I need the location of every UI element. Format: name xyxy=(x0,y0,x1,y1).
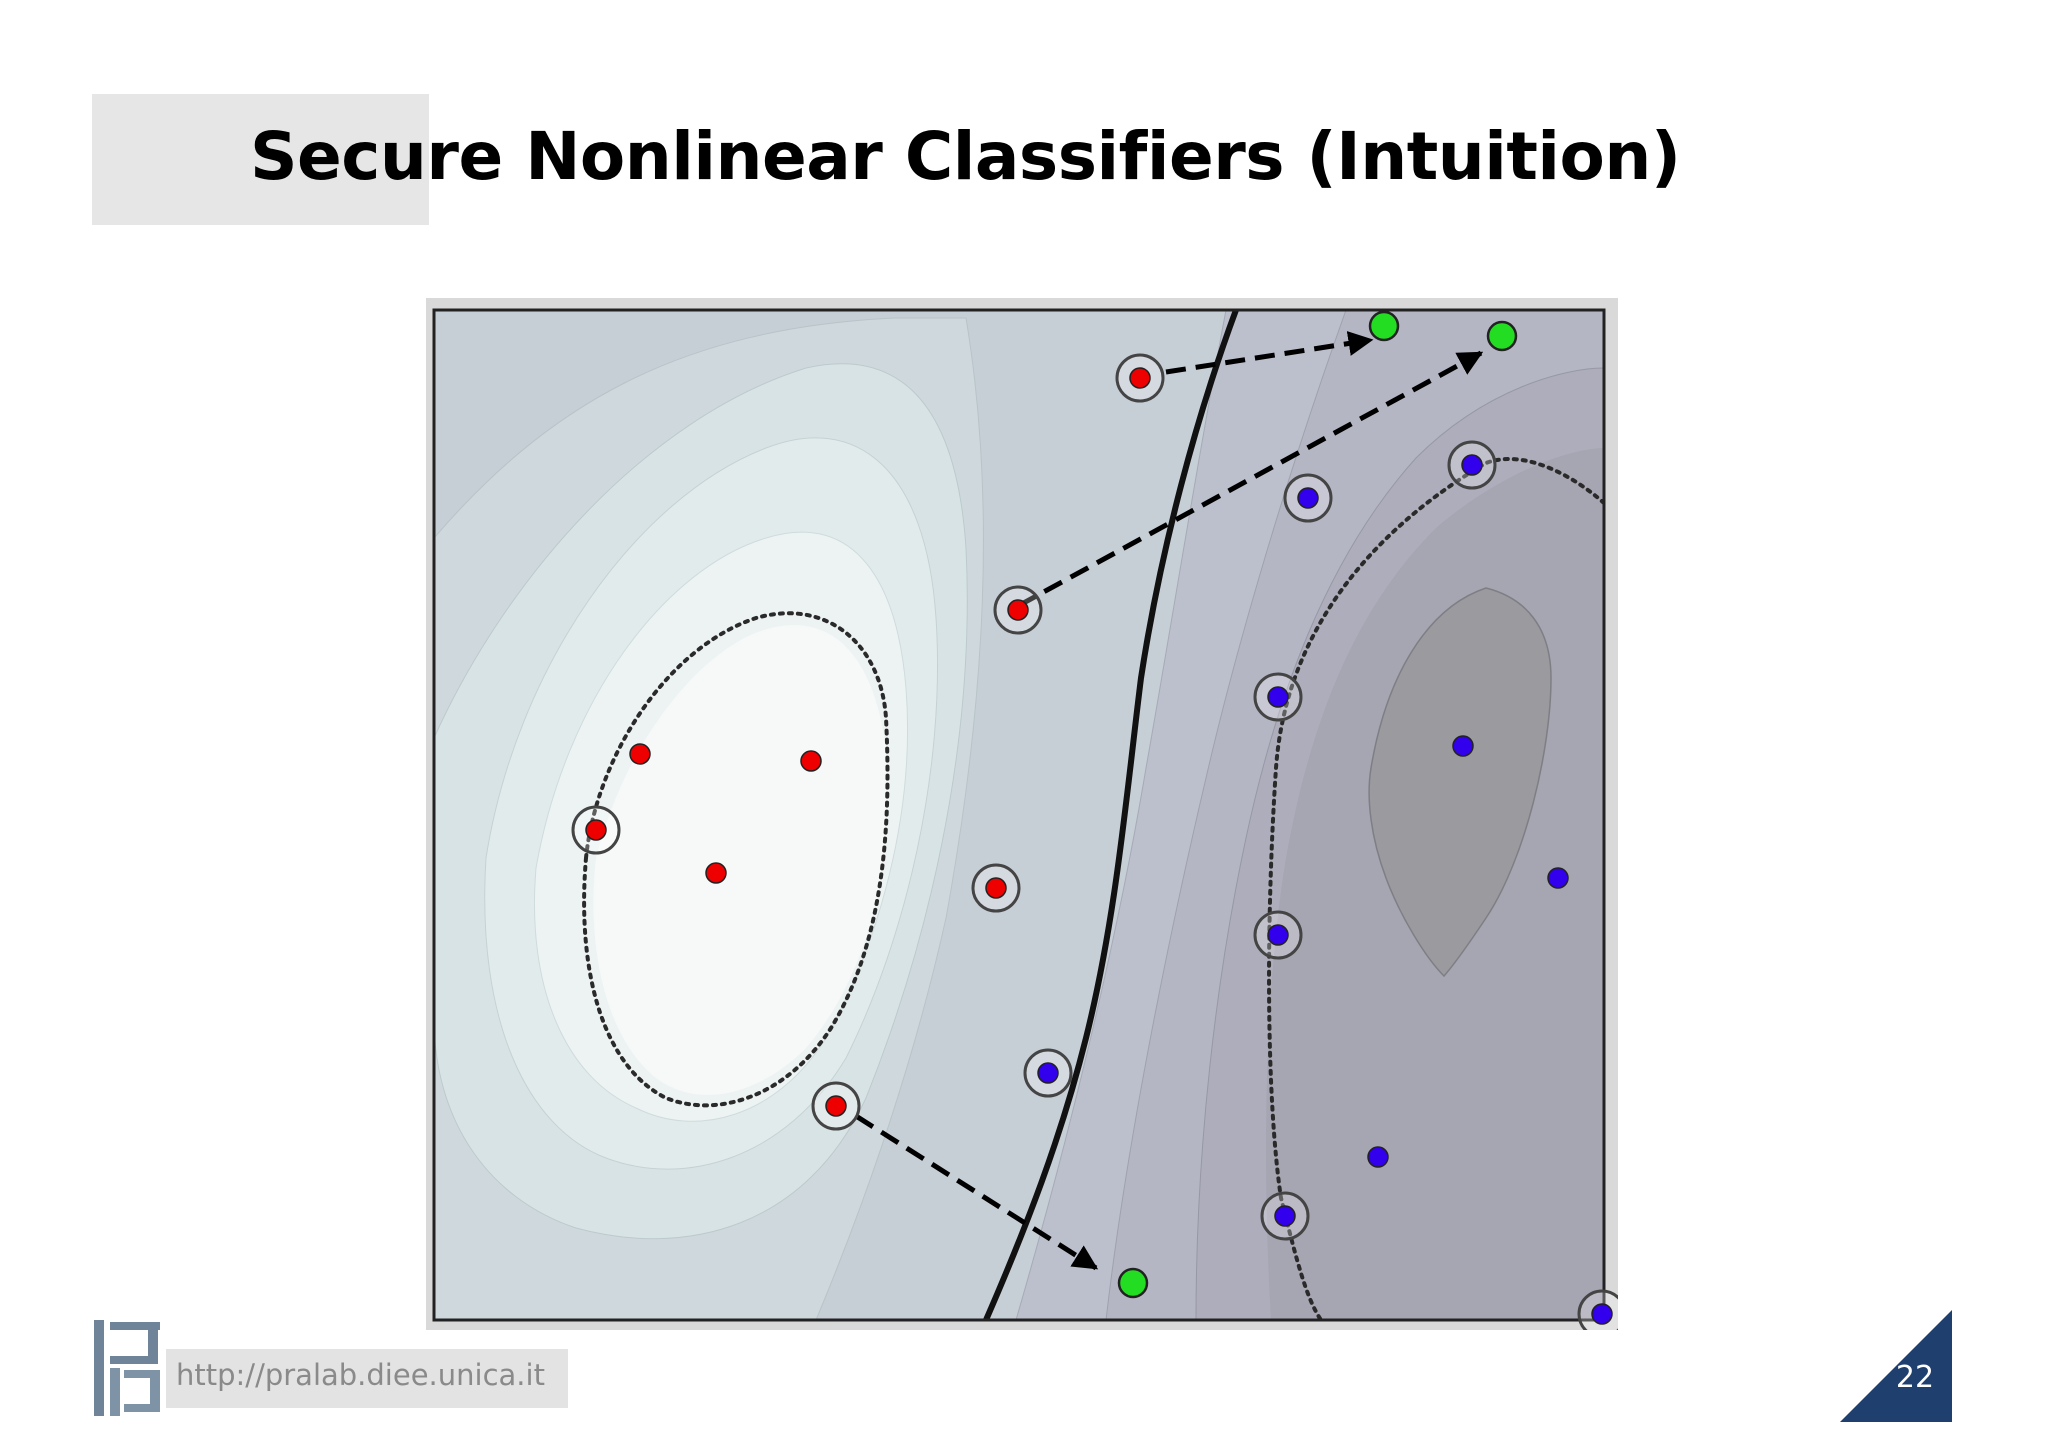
benign-point xyxy=(1274,1205,1296,1227)
evasion-point xyxy=(1117,1267,1149,1299)
evasion-arrows xyxy=(854,331,1484,1271)
benign-point xyxy=(1547,867,1569,889)
classifier-plot xyxy=(432,308,1618,1330)
contour-level-5 xyxy=(593,625,889,1095)
data-points xyxy=(585,310,1613,1325)
malicious-point xyxy=(629,743,651,765)
evasion-arrow xyxy=(1016,350,1484,609)
benign-point xyxy=(1367,1146,1389,1168)
classifier-figure xyxy=(426,298,1618,1330)
slide-title: Secure Nonlinear Classifiers (Intuition) xyxy=(250,118,1681,195)
malicious-point xyxy=(1007,599,1029,621)
contour-regions xyxy=(434,310,1604,1320)
malicious-point xyxy=(585,819,607,841)
evasion-point xyxy=(1486,320,1518,352)
evasion-point xyxy=(1368,310,1400,342)
pralab-logo xyxy=(94,1320,160,1416)
benign-point xyxy=(1267,924,1289,946)
page-number: 22 xyxy=(1895,1360,1935,1395)
plot-frame xyxy=(432,308,1606,1322)
decision-boundary xyxy=(983,310,1239,1320)
malicious-point xyxy=(705,862,727,884)
contour-level-10 xyxy=(1368,587,1552,978)
malicious-point xyxy=(1129,367,1151,389)
malicious-point xyxy=(985,877,1007,899)
footer-url-box xyxy=(166,1349,568,1408)
benign-point xyxy=(1037,1062,1059,1084)
benign-point xyxy=(1297,487,1319,509)
evasion-arrow xyxy=(1165,331,1374,375)
evasion-arrow xyxy=(854,1113,1099,1271)
title-highlight xyxy=(92,94,429,225)
benign-point xyxy=(1267,686,1289,708)
benign-point xyxy=(1452,735,1474,757)
benign-point xyxy=(1461,454,1483,476)
malicious-point xyxy=(825,1095,847,1117)
malicious-point xyxy=(800,750,822,772)
benign-point xyxy=(1591,1303,1613,1325)
dotted-level-set-left xyxy=(582,611,890,1108)
page-corner-triangle xyxy=(1840,1310,1952,1422)
footer-url[interactable]: http://pralab.diee.unica.it xyxy=(176,1358,545,1392)
